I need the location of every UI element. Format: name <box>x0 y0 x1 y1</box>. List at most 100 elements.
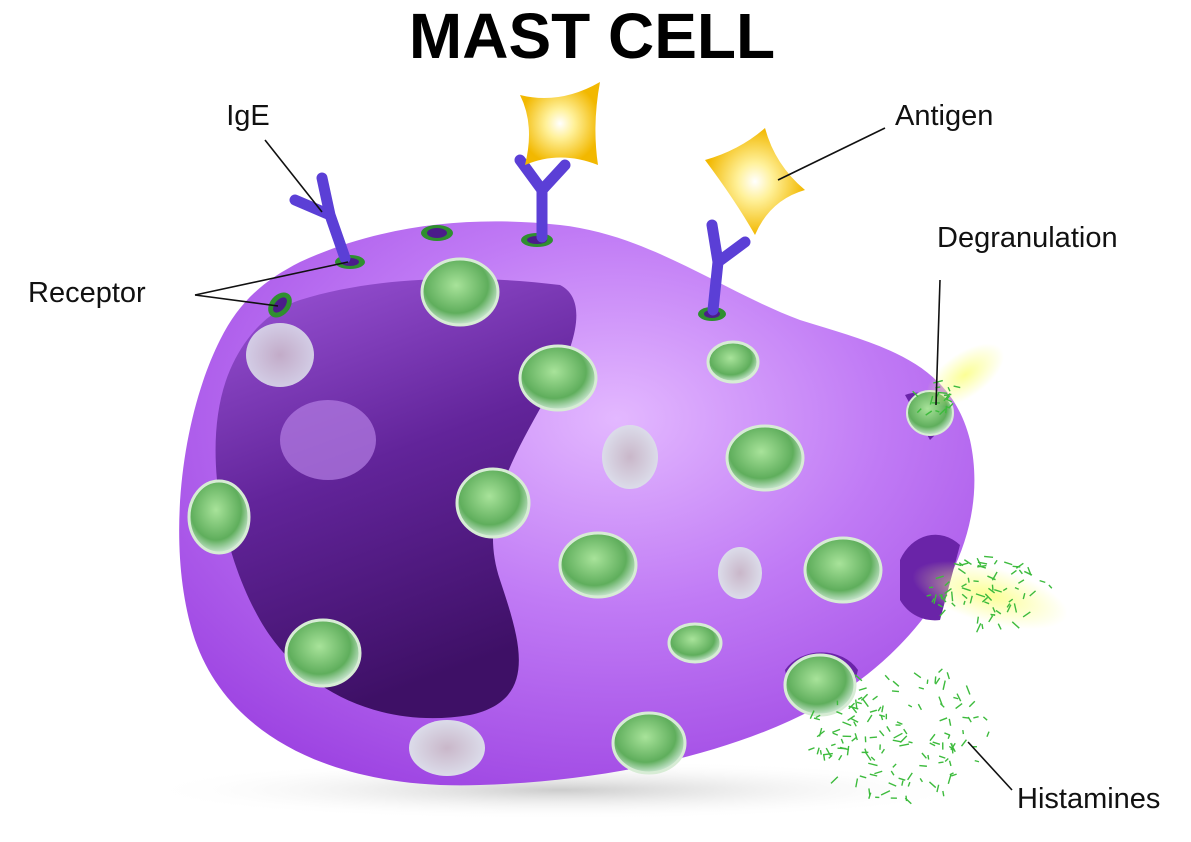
histamine-particle <box>842 721 852 727</box>
histamine-particle <box>919 764 927 767</box>
histamine-particle <box>908 741 913 744</box>
histamine-particle <box>948 718 952 726</box>
histamine-particle <box>963 559 972 566</box>
histamine-particle <box>869 773 878 777</box>
histamine-particle <box>926 679 929 684</box>
histamine-particle <box>869 736 878 739</box>
histamine-particle <box>934 676 937 684</box>
histamine-particle <box>904 797 912 805</box>
histamine-particle <box>830 743 836 747</box>
histamine-particle <box>937 603 943 608</box>
histamine-particle <box>944 732 951 736</box>
histamine-particle <box>892 739 902 743</box>
histamine-particle <box>951 773 957 777</box>
histamine-particle <box>832 728 841 734</box>
histamine-particle <box>847 715 856 722</box>
histamine-particle <box>937 391 948 395</box>
histamine-particle <box>912 390 919 398</box>
histamine-particle <box>840 738 844 744</box>
histamine-particle <box>991 584 994 591</box>
histamine-particle <box>828 754 833 759</box>
histamine-particle <box>934 677 941 685</box>
histamine-particle <box>1004 561 1013 566</box>
granules <box>187 257 960 776</box>
histamine-particle <box>957 567 966 575</box>
histamine-particle <box>977 561 988 565</box>
histamine-particles <box>808 379 1053 805</box>
histamine-particle <box>992 607 996 613</box>
histamine-particle <box>939 609 946 617</box>
histamine-particle <box>832 732 839 736</box>
histamine-particle <box>855 778 859 788</box>
histamine-particle <box>856 701 862 705</box>
histamine-particle <box>896 721 903 725</box>
histamine-particle <box>892 680 900 687</box>
nucleolus <box>280 400 376 480</box>
histamine-particle <box>878 730 885 737</box>
histamine-particle <box>988 615 994 623</box>
histamine-particle <box>893 732 903 739</box>
antigens <box>520 82 805 235</box>
histamine-particle <box>994 589 1002 593</box>
histamine-particle <box>884 674 890 681</box>
histamine-particle <box>854 733 858 741</box>
histamine-particle <box>868 792 872 799</box>
label-degranulation: Degranulation <box>937 222 1118 254</box>
histamine-particle <box>838 754 843 761</box>
histamine-particle <box>993 559 998 565</box>
histamine-particle <box>955 702 963 710</box>
histamine-particle <box>997 623 1002 630</box>
histamine-particle <box>984 601 990 605</box>
histamine-particle <box>868 788 871 796</box>
histamine-particle <box>901 780 904 786</box>
histamine-particle <box>836 711 843 715</box>
histamine-particle <box>946 672 951 680</box>
histamine-particle <box>943 393 952 397</box>
histamine-particle <box>942 790 945 797</box>
histamine-particle <box>945 398 953 403</box>
histamine-particle <box>925 410 933 416</box>
histamine-particle <box>1014 587 1020 590</box>
histamine-particle <box>938 755 946 759</box>
histamine-particle <box>932 741 941 745</box>
histamine-particle <box>950 742 956 753</box>
histamine-particle <box>1002 587 1008 592</box>
histamine-particle <box>890 770 895 776</box>
histamine-particle <box>1023 570 1033 576</box>
histamine-particle <box>870 756 876 761</box>
histamine-particle <box>944 581 950 587</box>
histamine-particle <box>960 739 967 747</box>
histamine-particle <box>933 594 937 604</box>
histamine-particle <box>886 725 891 732</box>
histamine-particle <box>823 752 833 756</box>
histamine-particle <box>869 709 878 713</box>
histamine-particle <box>891 690 900 693</box>
histamine-particle <box>995 609 1002 615</box>
histamine-particle <box>868 762 878 767</box>
histamine-particle <box>958 562 964 567</box>
histamine-particle <box>953 696 959 700</box>
histamine-particle <box>913 672 922 679</box>
histamine-particle <box>962 729 965 735</box>
histamine-particle <box>968 700 976 708</box>
histamine-particle <box>962 562 969 566</box>
histamine-particle <box>977 564 987 568</box>
histamine-particle <box>946 395 951 400</box>
histamine-particle <box>853 721 857 727</box>
histamine-particle <box>974 759 980 763</box>
histamine-particle <box>825 747 832 757</box>
histamine-particle <box>1006 603 1011 608</box>
histamine-particle <box>865 752 872 761</box>
histamine-particle <box>1022 611 1031 618</box>
histamine-particle <box>872 695 878 701</box>
histamine-particle <box>881 748 885 754</box>
histamine-particle <box>931 598 935 603</box>
diagram-title: MAST CELL <box>409 0 775 72</box>
histamine-particle <box>918 686 925 690</box>
histamine-particle <box>963 600 966 605</box>
histamine-particle <box>926 594 932 597</box>
histamine-particle <box>898 777 906 781</box>
histamine-particle <box>944 588 952 595</box>
histamine-particle <box>879 714 886 718</box>
